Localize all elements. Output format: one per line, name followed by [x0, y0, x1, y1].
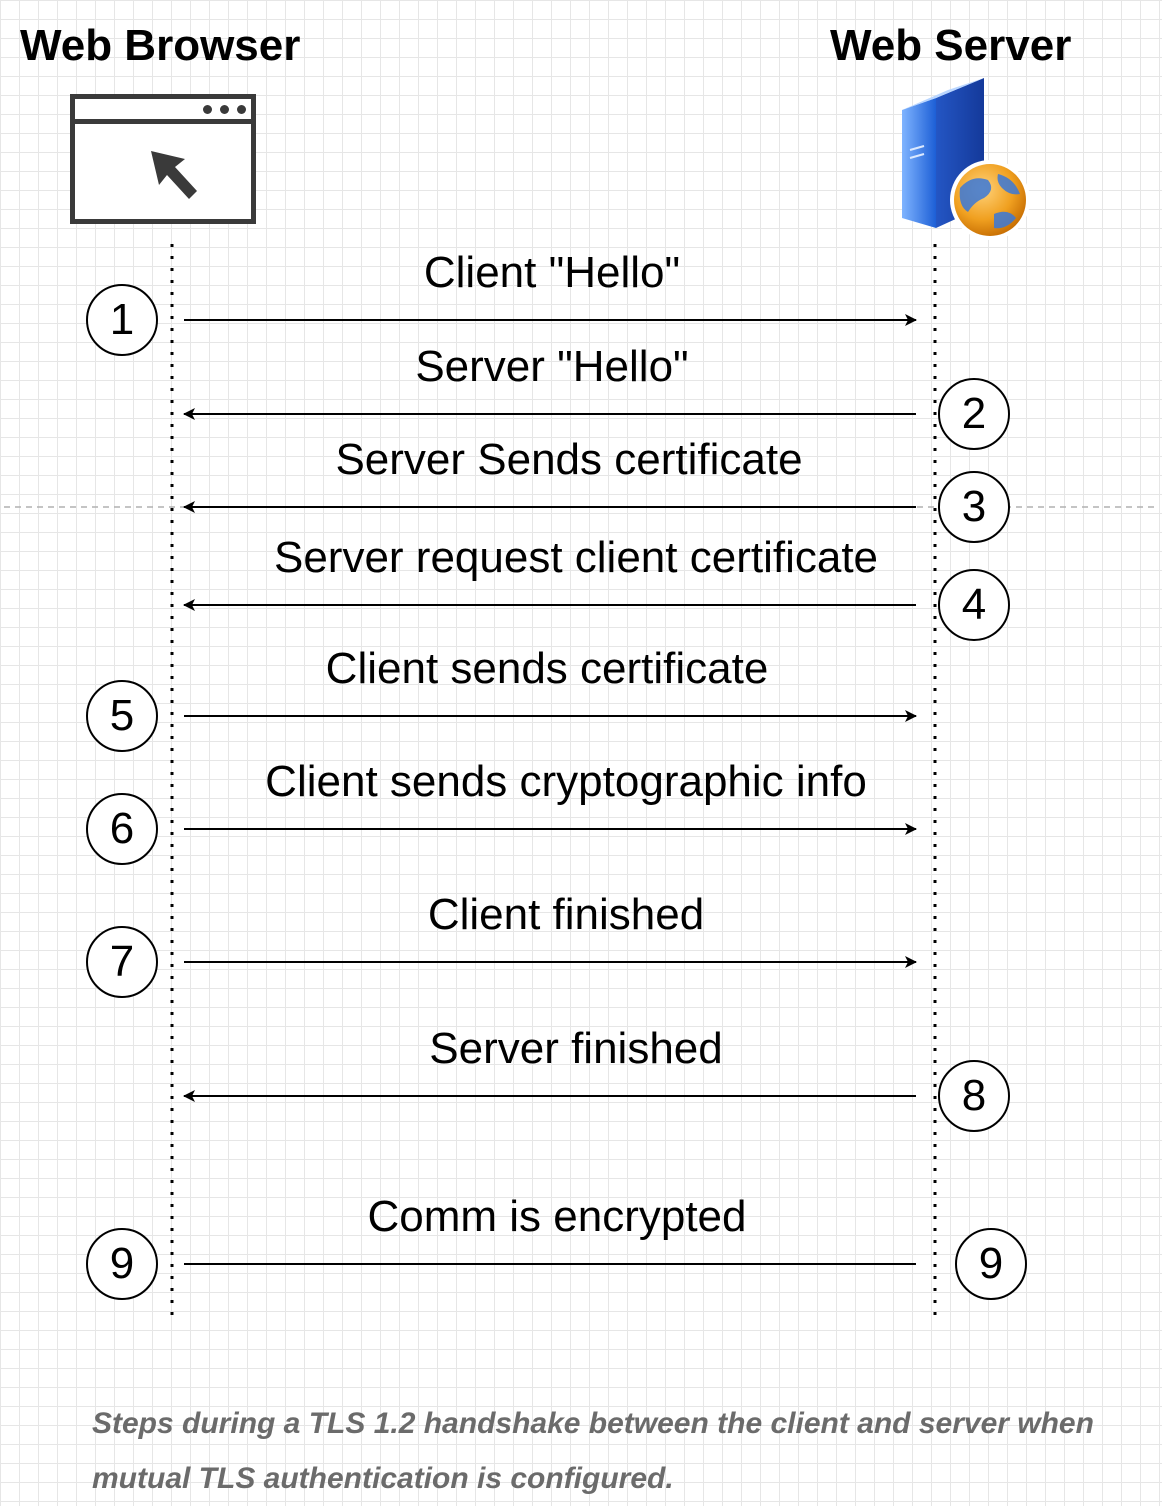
web-server-title: Web Server	[830, 21, 1072, 70]
step-number-9-server: 9	[955, 1228, 1027, 1300]
message-label-3: Server Sends certificate	[335, 435, 803, 484]
message-label-7: Client finished	[427, 890, 705, 939]
mouse-pointer-icon	[151, 151, 197, 199]
step-number-1: 1	[86, 284, 158, 356]
browser-titlebar	[75, 99, 251, 124]
web-browser-title: Web Browser	[20, 21, 301, 70]
step-number-6: 6	[86, 793, 158, 865]
window-dot	[203, 105, 212, 114]
web-server-globe-icon	[902, 78, 1030, 240]
message-label-1: Client "Hello"	[423, 248, 681, 297]
message-label-8: Server finished	[429, 1024, 723, 1073]
step-number-3: 3	[938, 471, 1010, 543]
message-label-4: Server request client certificate	[273, 533, 879, 582]
step-number-7: 7	[86, 926, 158, 998]
message-label-6: Client sends cryptographic info	[265, 757, 867, 806]
step-number-9-client: 9	[86, 1228, 158, 1300]
step-number-5: 5	[86, 680, 158, 752]
message-label-9: Comm is encrypted	[367, 1192, 747, 1241]
step-number-4: 4	[938, 569, 1010, 641]
message-label-2: Server "Hello"	[415, 342, 689, 391]
step-number-8: 8	[938, 1060, 1010, 1132]
step-number-2: 2	[938, 378, 1010, 450]
figure-caption: Steps during a TLS 1.2 handshake between…	[92, 1407, 1094, 1495]
message-label-5: Client sends certificate	[325, 644, 769, 693]
window-dot	[237, 105, 246, 114]
window-dot	[220, 105, 229, 114]
browser-window-icon	[70, 94, 256, 224]
